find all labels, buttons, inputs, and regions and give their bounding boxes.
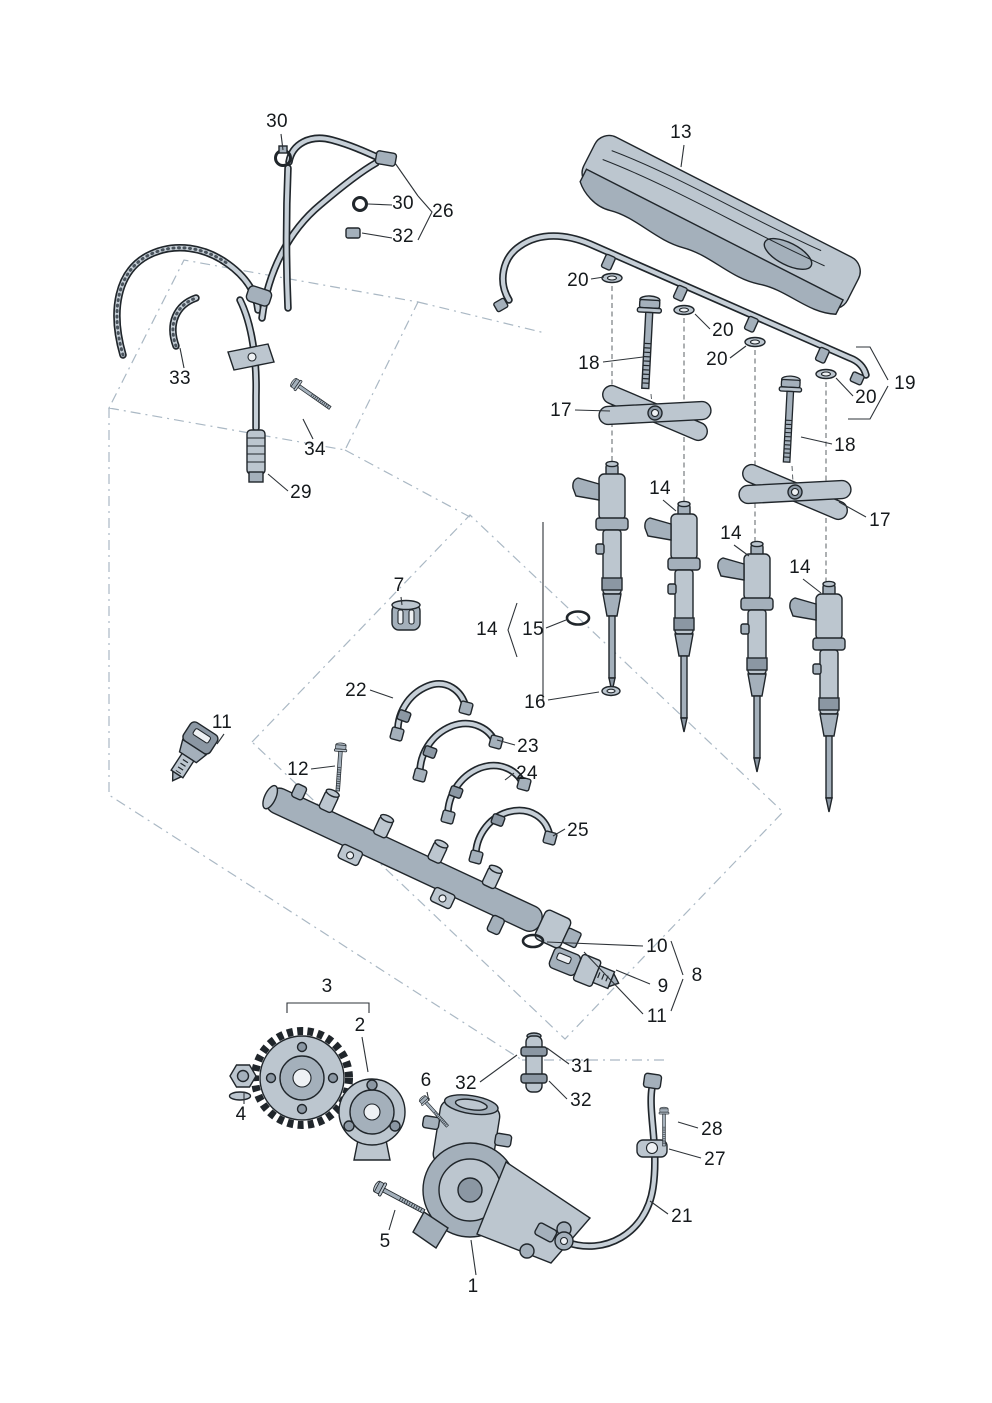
engine-cover: [579, 134, 861, 315]
part-number-label-18-12[interactable]: 18: [834, 435, 856, 456]
part-number-label-1-45[interactable]: 1: [467, 1276, 479, 1297]
hose-clamp-32: [345, 227, 361, 239]
part-number-label-30-0[interactable]: 30: [266, 111, 288, 132]
drive-gear-3: [251, 1027, 353, 1129]
part-number-label-6-39[interactable]: 6: [420, 1070, 432, 1091]
part-number-label-21-44[interactable]: 21: [671, 1206, 693, 1227]
part-number-label-31-36[interactable]: 31: [571, 1056, 593, 1077]
part-number-label-12-27[interactable]: 12: [287, 759, 309, 780]
part-number-label-29-16[interactable]: 29: [290, 482, 312, 503]
part-number-label-4-40[interactable]: 4: [235, 1104, 247, 1125]
part-number-label-30-2[interactable]: 30: [392, 193, 414, 214]
part-number-label-22-23[interactable]: 22: [345, 680, 367, 701]
part-number-label-34-15[interactable]: 34: [304, 439, 326, 460]
part-number-label-13-4[interactable]: 13: [670, 122, 692, 143]
coupling-hub-2: [338, 1078, 406, 1161]
injector-return-line: [493, 232, 870, 386]
part-number-label-17-9[interactable]: 17: [550, 400, 572, 421]
seal-ring-10: [521, 933, 545, 949]
part-number-label-11-33[interactable]: 11: [646, 1006, 668, 1027]
part-number-label-8-32[interactable]: 8: [691, 965, 703, 986]
part-number-label-15-22[interactable]: 15: [522, 619, 544, 640]
part-number-label-32-37[interactable]: 32: [455, 1073, 477, 1094]
nut-4: [228, 1064, 257, 1101]
part-number-label-9-31[interactable]: 9: [657, 976, 669, 997]
part-number-label-17-13[interactable]: 17: [869, 510, 891, 531]
part-number-label-11-25[interactable]: 11: [211, 712, 233, 733]
part-number-label-19-10[interactable]: 19: [894, 373, 916, 394]
part-number-label-18-8[interactable]: 18: [578, 353, 600, 374]
part-number-label-5-43[interactable]: 5: [379, 1231, 391, 1252]
fuel-return-hose-assembly: [113, 134, 398, 483]
part-number-label-23-26[interactable]: 23: [517, 736, 539, 757]
fuel-rail: [262, 783, 582, 949]
part-number-label-10-30[interactable]: 10: [646, 936, 668, 957]
part-number-label-32-38[interactable]: 32: [570, 1090, 592, 1111]
part-number-label-14-18[interactable]: 14: [720, 523, 742, 544]
part-number-label-24-28[interactable]: 24: [516, 763, 538, 784]
pipe-clamp-27: [636, 1139, 668, 1158]
part-number-label-33-14[interactable]: 33: [169, 368, 191, 389]
part-number-label-2-35[interactable]: 2: [354, 1015, 366, 1036]
reference-frames: [108, 259, 784, 1061]
part-number-label-26-1[interactable]: 26: [432, 201, 454, 222]
part-number-label-14-19[interactable]: 14: [789, 557, 811, 578]
seal-16: [601, 685, 621, 697]
part-number-label-32-3[interactable]: 32: [392, 226, 414, 247]
leader-lines: [179, 133, 889, 1276]
part-number-label-14-17[interactable]: 14: [649, 478, 671, 499]
retaining-clip-7: [391, 599, 421, 631]
part-number-label-20-6[interactable]: 20: [712, 320, 734, 341]
hose-holder-bracket: [227, 343, 275, 371]
part-number-label-28-41[interactable]: 28: [701, 1119, 723, 1140]
fuel-pressure-sensor: [170, 721, 219, 782]
part-number-label-25-29[interactable]: 25: [567, 820, 589, 841]
part-number-label-20-5[interactable]: 20: [567, 270, 589, 291]
high-pressure-pipe-21: [554, 1072, 663, 1251]
injection-pipes: [389, 680, 558, 865]
hose-end-29: [246, 429, 266, 483]
part-number-label-16-24[interactable]: 16: [524, 692, 546, 713]
part-number-label-20-11[interactable]: 20: [855, 387, 877, 408]
part-number-label-20-7[interactable]: 20: [706, 349, 728, 370]
part-number-label-14-21[interactable]: 14: [476, 619, 498, 640]
part-number-label-27-42[interactable]: 27: [704, 1149, 726, 1170]
part-number-label-3-34[interactable]: 3: [321, 976, 333, 997]
part-number-label-7-20[interactable]: 7: [393, 575, 405, 596]
o-ring-15: [565, 610, 591, 626]
hose-clip-30-mid: [352, 196, 368, 212]
connector-piece-31: [520, 1032, 548, 1093]
